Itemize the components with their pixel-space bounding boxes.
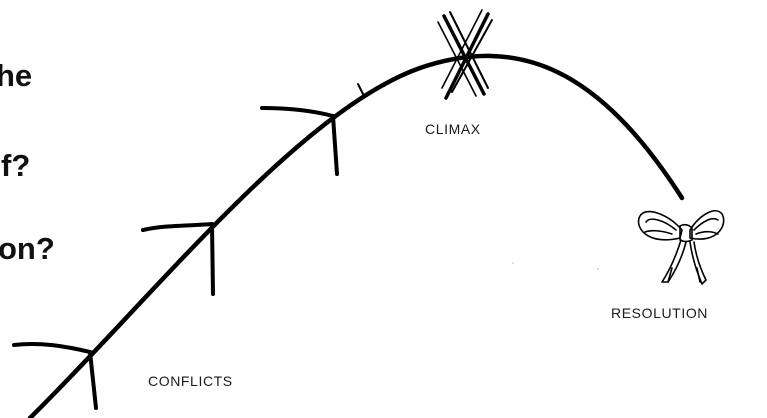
story-arc-curve [27, 53, 685, 418]
text-fragment-2: f? [1, 148, 31, 183]
text-fragment-3: on? [0, 231, 55, 266]
conflict-step-3 [260, 106, 339, 176]
faint-speck [597, 268, 599, 270]
conflicts-label: CONFLICTS [148, 373, 233, 389]
bow-ribbon-icon [637, 210, 725, 285]
faint-speck [512, 262, 514, 264]
resolution-label: RESOLUTION [611, 305, 709, 321]
climax-label: CLIMAX [425, 121, 481, 137]
text-fragment-1: he [0, 58, 33, 93]
conflict-step-1 [12, 341, 98, 410]
conflict-step-2 [141, 222, 215, 296]
x-mark-icon [437, 9, 493, 100]
curve-tick [357, 83, 365, 97]
